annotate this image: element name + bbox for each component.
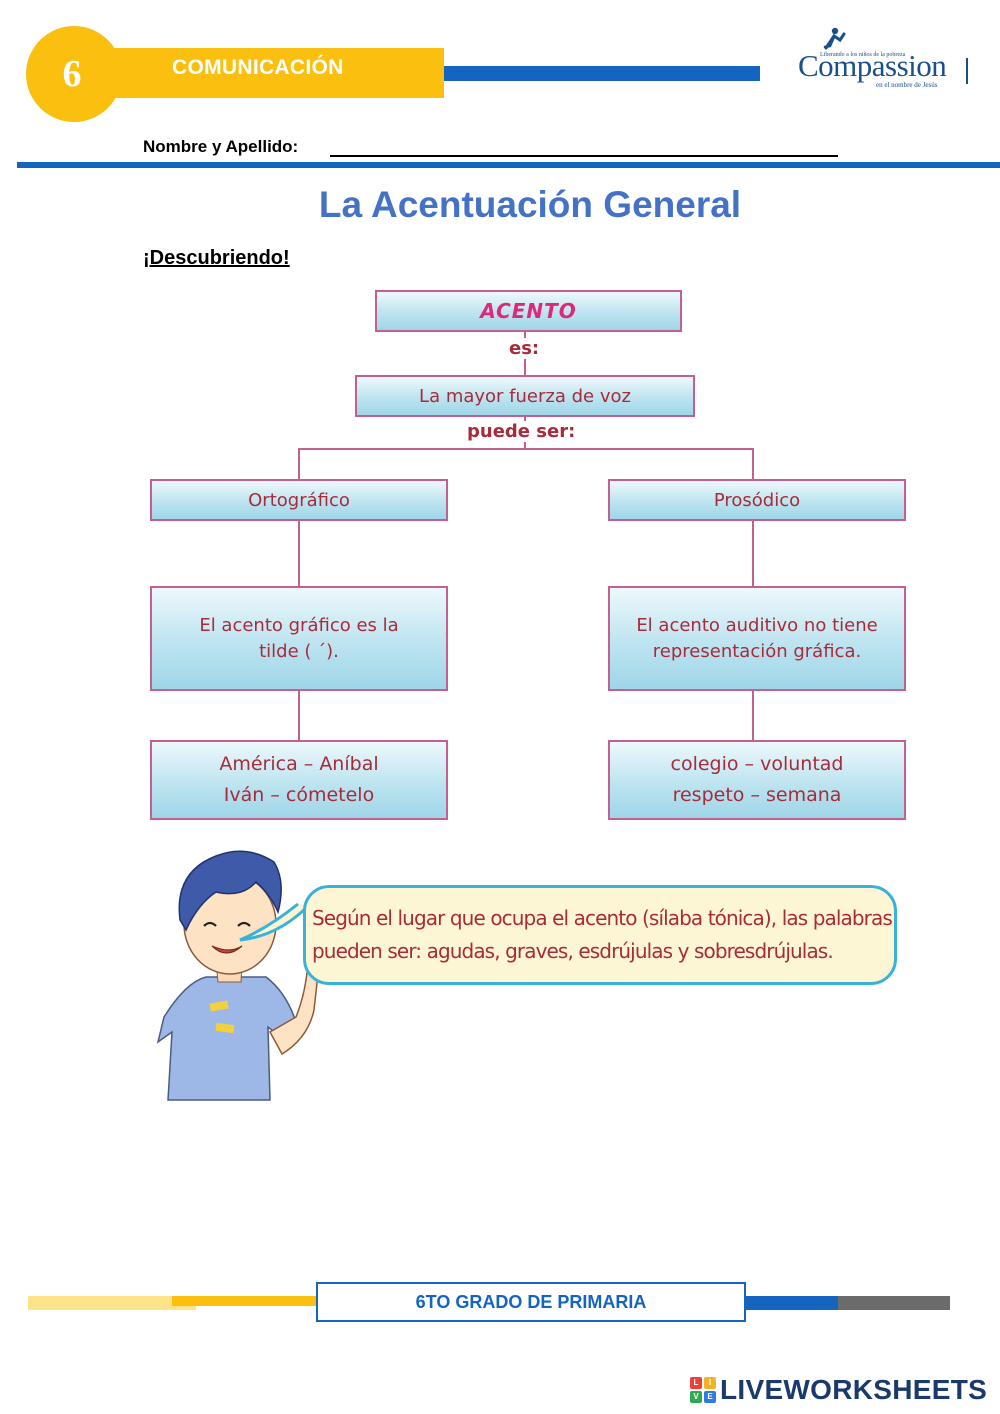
connector-line <box>752 691 754 740</box>
description-text: El acento gráfico es la tilde ( ´). <box>199 614 399 662</box>
boy-illustration-icon <box>156 850 321 1101</box>
connector-label-puede-ser: puede ser: <box>465 421 578 442</box>
liveworksheets-badge-icon: L I V E <box>690 1377 716 1403</box>
connector-line <box>298 691 300 740</box>
speech-bubble-line: Según el lugar que ocupa el acento (síla… <box>312 906 893 930</box>
example-line: Iván – cómetelo <box>223 784 375 806</box>
footer-bar-light-yellow <box>28 1296 196 1310</box>
connector-label-es: es: <box>507 338 542 359</box>
name-label: Nombre y Apellido: <box>143 137 299 156</box>
badge-letter: E <box>704 1391 716 1403</box>
type-box-prosodico: Prosódico <box>608 479 906 521</box>
logo-divider <box>966 58 968 84</box>
logo-tagline: Liberando a los niños de la pobreza <box>820 52 906 58</box>
connector-line <box>298 448 300 479</box>
speech-bubble-tail-icon <box>239 902 310 942</box>
subject-label: COMUNICACIÓN <box>172 56 344 79</box>
type-box-ortografico: Ortográfico <box>150 479 448 521</box>
logo-subline: en el nombre de Jesús <box>876 81 938 89</box>
example-line: colegio – voluntad <box>670 753 844 775</box>
speech-bubble-line: pueden ser: agudas, graves, esdrújulas y… <box>312 939 834 963</box>
name-input-line[interactable] <box>330 155 838 157</box>
examples-box-prosodico: colegio – voluntad respeto – semana <box>608 740 906 820</box>
logo-name: Compassion <box>798 48 947 83</box>
footer-bar-blue <box>744 1296 840 1310</box>
header-divider <box>17 162 1000 168</box>
grade-circle: 6 <box>26 26 122 122</box>
subject-bar <box>70 48 444 98</box>
liveworksheets-wordmark: LIVEWORKSHEETS <box>720 1374 988 1405</box>
section-label: ¡Descubriendo! <box>143 247 290 269</box>
footer-bar-yellow <box>172 1296 320 1306</box>
speech-bubble: Según el lugar que ocupa el acento (síla… <box>303 885 897 985</box>
example-line: América – Aníbal <box>219 753 379 775</box>
page-title: La Acentuación General <box>318 184 742 225</box>
description-box-prosodico: El acento auditivo no tiene representaci… <box>608 586 906 691</box>
badge-letter: L <box>690 1377 702 1389</box>
grade-number: 6 <box>62 53 82 95</box>
examples-box-ortografico: América – Aníbal Iván – cómetelo <box>150 740 448 820</box>
connector-line <box>752 521 754 586</box>
liveworksheets-brand: L I V E LIVEWORKSHEETS <box>690 1374 987 1406</box>
definition-box: La mayor fuerza de voz <box>355 375 695 417</box>
example-line: respeto – semana <box>672 784 842 806</box>
badge-letter: I <box>704 1377 716 1389</box>
runner-figure-icon <box>823 27 846 50</box>
connector-line <box>298 448 754 450</box>
description-text: El acento auditivo no tiene representaci… <box>636 614 878 662</box>
connector-line <box>752 448 754 479</box>
description-box-ortografico: El acento gráfico es la tilde ( ´). <box>150 586 448 691</box>
footer-grade-label: 6TO GRADO DE PRIMARIA <box>316 1282 746 1322</box>
root-concept-box: ACENTO <box>375 290 682 332</box>
badge-letter: V <box>690 1391 702 1403</box>
connector-line <box>298 521 300 586</box>
header-blue-bar <box>444 66 760 81</box>
footer-bar-gray <box>838 1296 950 1310</box>
